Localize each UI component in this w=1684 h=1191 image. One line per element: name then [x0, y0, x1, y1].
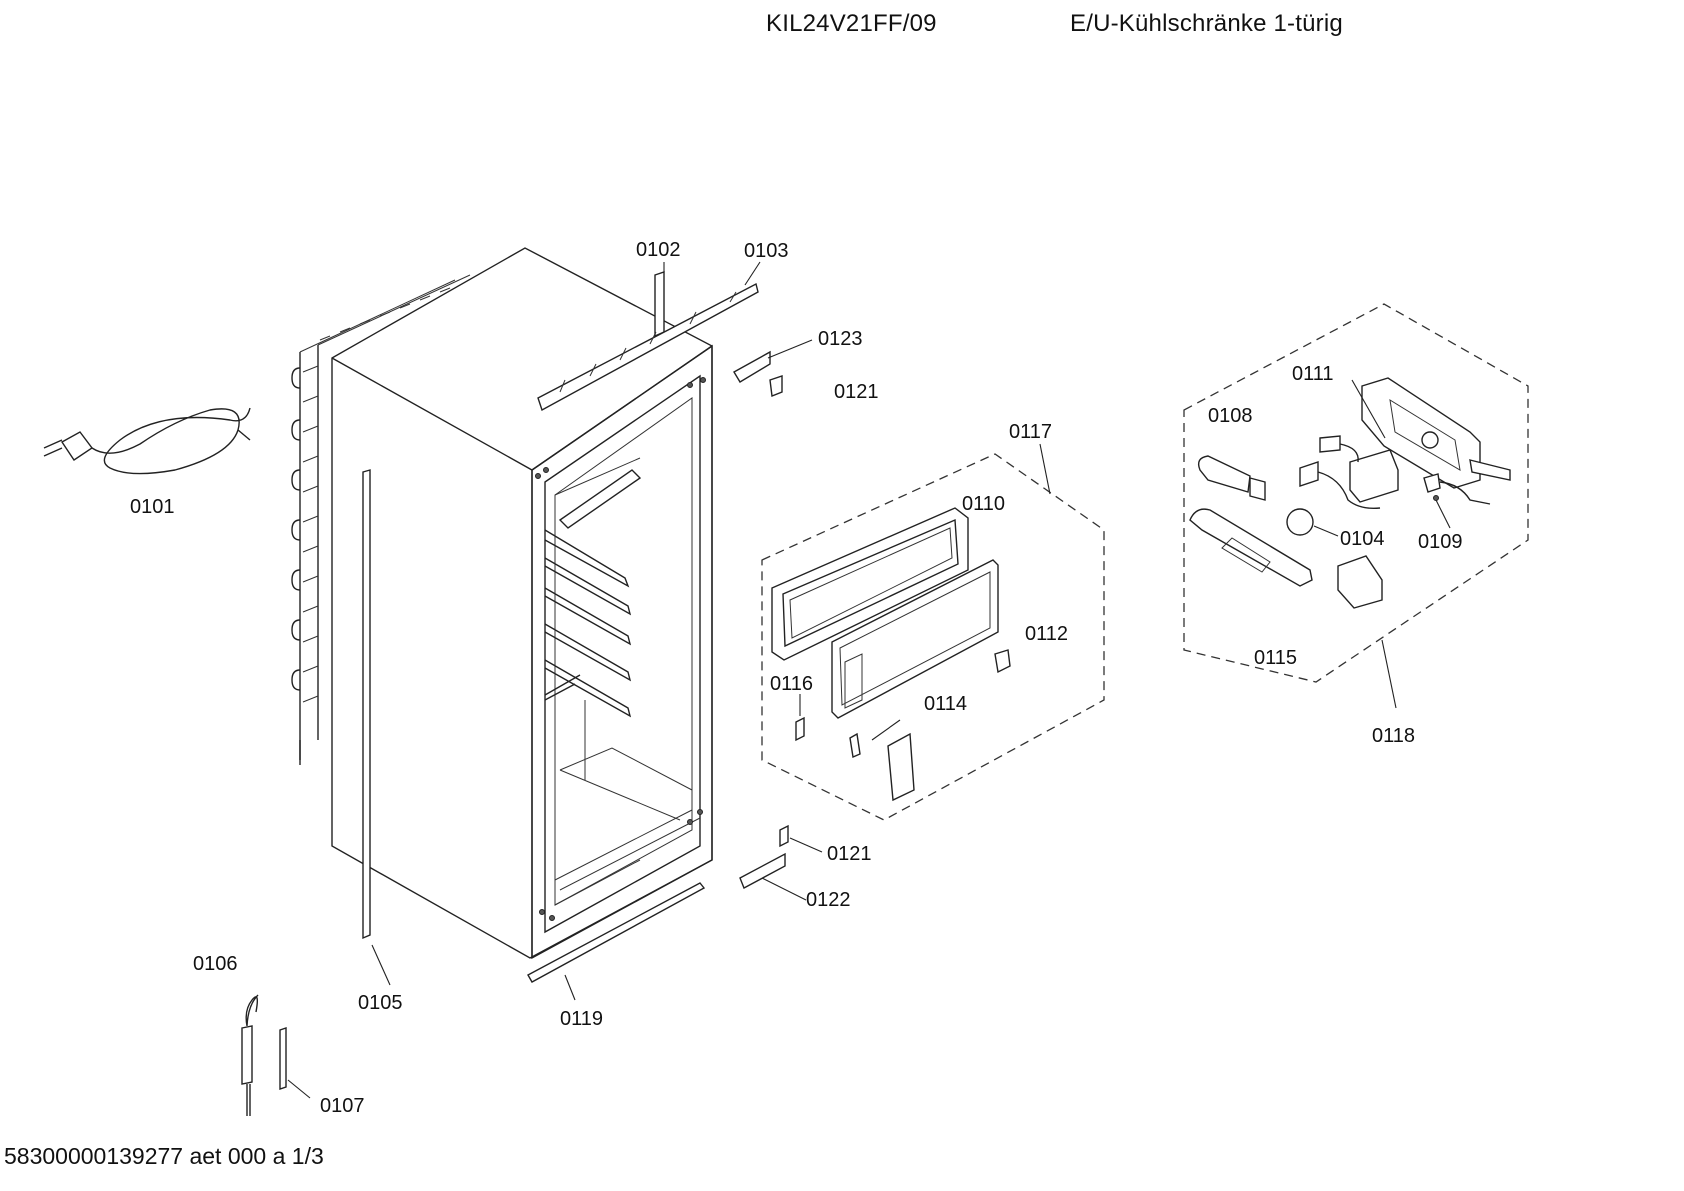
- part-0117-door-assembly: [761, 443, 1105, 821]
- label-0112: 0112: [1025, 623, 1068, 645]
- part-0108-lamp-bulb: [1197, 455, 1266, 501]
- label-0121-bottom: 0121: [827, 843, 872, 865]
- label-0122: 0122: [806, 889, 851, 911]
- part-0104-knob: [1286, 508, 1314, 536]
- part-0102-0103-top-rail: [537, 261, 761, 412]
- document-id: 58300000139277 aet 000 a 1/3: [4, 1143, 324, 1169]
- part-0114-handle: [849, 719, 915, 802]
- label-0106: 0106: [193, 953, 238, 975]
- label-0109: 0109: [1418, 531, 1463, 553]
- label-0104: 0104: [1340, 528, 1385, 550]
- part-0110-door-seal: [771, 507, 969, 661]
- part-0115-lamp-cover: [1189, 508, 1313, 587]
- label-0105: 0105: [358, 992, 403, 1014]
- part-0112-latch: [994, 649, 1011, 674]
- part-0123-top-hinge: [733, 339, 813, 397]
- label-0110: 0110: [962, 493, 1005, 515]
- thermostat-unit: [1299, 435, 1399, 510]
- part-0109-switch: [1423, 473, 1491, 529]
- part-0105-strip: [362, 469, 391, 986]
- part-0111-control-housing: [1351, 377, 1511, 489]
- label-0103: 0103: [744, 240, 789, 262]
- label-0101: 0101: [130, 496, 175, 518]
- part-0106-sensor: [241, 994, 259, 1116]
- lamp-holder: [1337, 555, 1383, 609]
- label-0102: 0102: [636, 239, 681, 261]
- part-0116-clip: [795, 716, 805, 742]
- part-0107-sensor-probe: [279, 1027, 311, 1099]
- label-0108: 0108: [1208, 405, 1253, 427]
- appliance-category: E/U-Kühlschränke 1-türig: [1070, 10, 1343, 37]
- label-0119: 0119: [560, 1008, 603, 1030]
- door-panel: [831, 559, 999, 719]
- label-0115: 0115: [1254, 647, 1297, 669]
- screw-holes: [535, 377, 706, 921]
- part-0122-bottom-hinge: [739, 824, 823, 901]
- model-number: KIL24V21FF/09: [766, 10, 937, 37]
- part-labels: 0102 0103 0123 0121 0101 0117 0110 0112 …: [130, 239, 1463, 1117]
- label-0114: 0114: [924, 693, 967, 715]
- part-0101-power-cord: [43, 407, 251, 475]
- label-0111: 0111: [1292, 363, 1334, 385]
- label-0123: 0123: [818, 328, 863, 350]
- part-0119-strip: [527, 882, 706, 1001]
- label-0117: 0117: [1009, 421, 1052, 443]
- label-0116: 0116: [770, 673, 813, 695]
- refrigerator-cabinet: [291, 247, 713, 960]
- part-0118-control-assembly: [1183, 303, 1529, 709]
- label-0118: 0118: [1372, 725, 1415, 747]
- label-0107: 0107: [320, 1095, 365, 1117]
- label-0121-top: 0121: [834, 381, 879, 403]
- condenser-coil: [291, 274, 471, 765]
